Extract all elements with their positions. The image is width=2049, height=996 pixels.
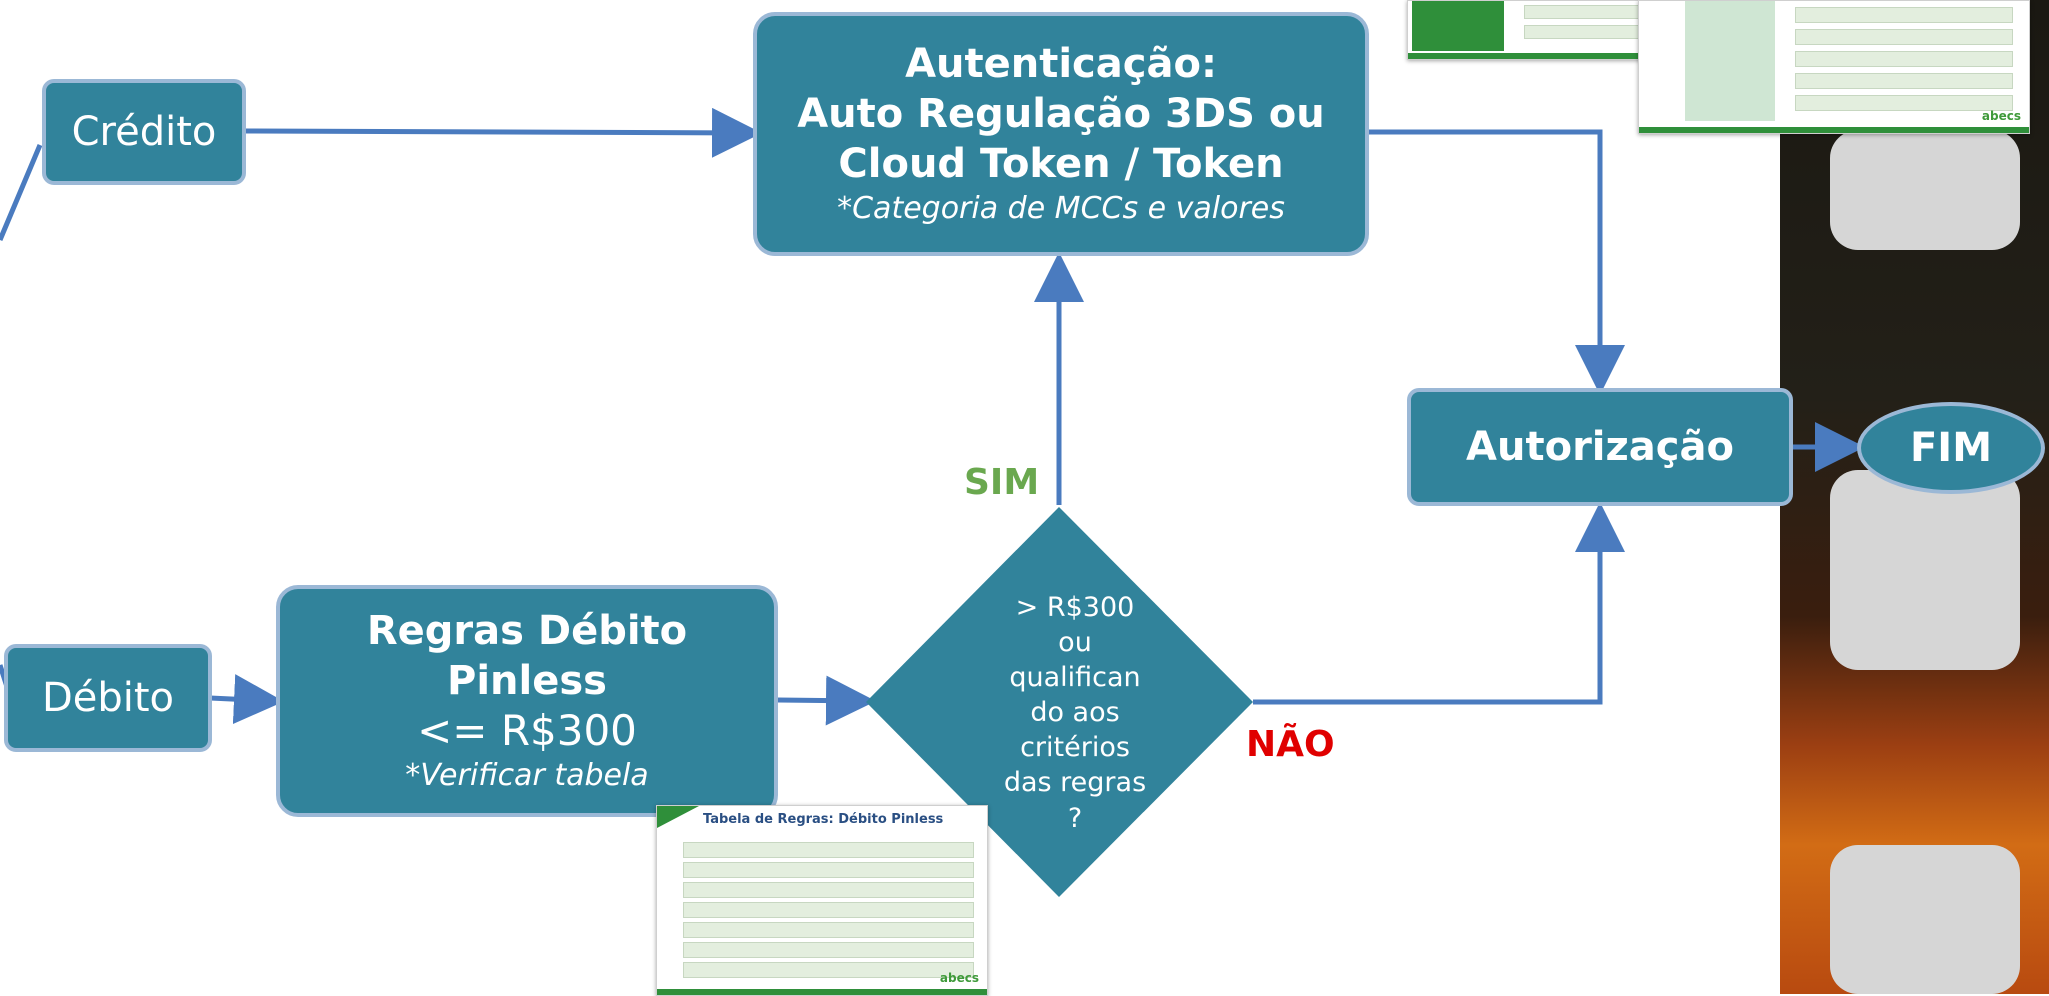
edge-credito-autenticacao bbox=[243, 107, 762, 158]
thumbnail-green-column bbox=[1685, 1, 1775, 121]
decision-line: do aos bbox=[1030, 697, 1120, 729]
decision-diamond bbox=[866, 507, 1253, 897]
decision-line: ? bbox=[1067, 802, 1083, 834]
node-regras-debito-pinless: Regras Débito Pinless <= R$300 *Verifica… bbox=[276, 585, 778, 817]
edge-autenticacao-autorizacao bbox=[1368, 129, 1625, 395]
thumbnail-table-row bbox=[683, 942, 974, 958]
decision-line: das regras bbox=[1003, 767, 1147, 799]
thumbnail-table-row bbox=[1795, 73, 2014, 89]
regras-limit: <= R$300 bbox=[417, 705, 637, 755]
thumbnail-brand: abecs bbox=[1981, 109, 2021, 123]
thumbnail-corner-decoration bbox=[657, 806, 699, 828]
autenticacao-title-1: Autenticação: bbox=[905, 40, 1217, 87]
decision-text: > R$300 ou qualifican do aos critérios d… bbox=[1000, 590, 1150, 836]
thumbnail-table-title: Tabela de Regras: Débito Pinless bbox=[703, 812, 944, 827]
film-hole bbox=[1830, 845, 2020, 994]
autenticacao-note: *Categoria de MCCs e valores bbox=[837, 190, 1285, 226]
fim-label: FIM bbox=[1909, 425, 1992, 471]
node-autorizacao: Autorização bbox=[1407, 388, 1793, 506]
edge-decision-autorizacao-nao bbox=[1253, 502, 1625, 705]
node-credito: Crédito bbox=[42, 79, 246, 185]
node-autenticacao: Autenticação: Auto Regulação 3DS ou Clou… bbox=[753, 12, 1369, 256]
edge-debito-regras bbox=[209, 674, 284, 725]
film-strip-background bbox=[1780, 0, 2049, 994]
thumbnail-brand: abecs bbox=[939, 971, 979, 985]
film-hole bbox=[1830, 470, 2020, 670]
thumbnail-table-row bbox=[1795, 95, 2014, 111]
thumbnail-green-bar bbox=[1408, 53, 1793, 59]
edge-regras-decision bbox=[777, 675, 876, 726]
thumbnail-table-row bbox=[1795, 51, 2014, 67]
node-debito: Débito bbox=[4, 644, 212, 752]
thumbnail-table-row bbox=[1795, 7, 2014, 23]
thumbnail-table-row bbox=[1795, 29, 2014, 45]
decision-line: > R$300 bbox=[1015, 592, 1135, 623]
regras-title-2: Pinless bbox=[447, 657, 607, 704]
thumbnail-table-row bbox=[683, 962, 974, 978]
decision-line: critérios bbox=[1020, 732, 1130, 764]
autorizacao-label: Autorização bbox=[1466, 424, 1734, 470]
regras-title-1: Regras Débito bbox=[366, 607, 688, 654]
thumbnail-slide-top-right: abecs bbox=[1638, 0, 2030, 134]
thumbnail-table-row bbox=[683, 842, 974, 858]
edge-start-credito bbox=[0, 144, 43, 241]
node-debito-label: Débito bbox=[41, 675, 175, 721]
decision-line: ou bbox=[1058, 627, 1092, 659]
thumbnail-table-row bbox=[683, 882, 974, 898]
decision-line: qualifican bbox=[1009, 662, 1141, 694]
regras-note: *Verificar tabela bbox=[405, 757, 649, 793]
thumbnail-tabela-regras: Tabela de Regras: Débito Pinless abecs bbox=[656, 805, 988, 996]
thumbnail-table-row bbox=[683, 902, 974, 918]
node-fim: FIM bbox=[1857, 402, 2045, 494]
autenticacao-title-3: Cloud Token / Token bbox=[838, 140, 1284, 187]
thumbnail-green-bar bbox=[1639, 127, 2029, 133]
edge-label-nao: NÃO bbox=[1246, 724, 1335, 765]
node-credito-label: Crédito bbox=[71, 109, 217, 155]
thumbnail-table-row bbox=[683, 922, 974, 938]
edge-label-sim: SIM bbox=[964, 462, 1040, 503]
autenticacao-title-2: Auto Regulação 3DS ou bbox=[797, 90, 1325, 137]
film-hole bbox=[1830, 130, 2020, 250]
thumbnail-table-row bbox=[683, 862, 974, 878]
thumbnail-green-bar bbox=[657, 989, 987, 995]
thumbnail-green-column bbox=[1412, 1, 1504, 51]
